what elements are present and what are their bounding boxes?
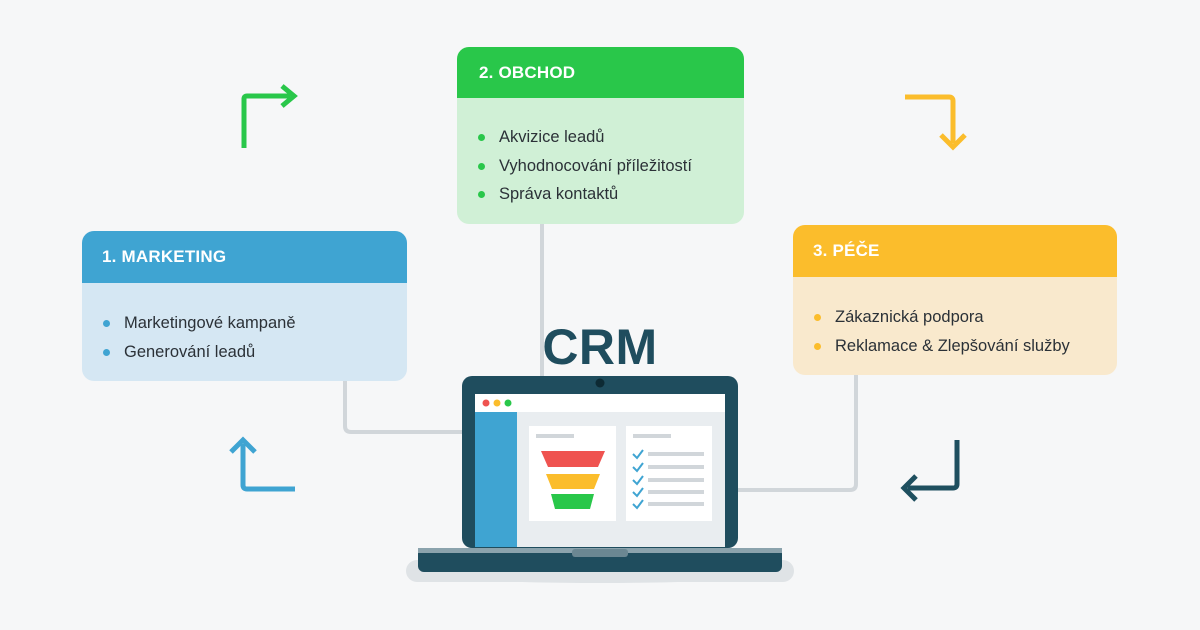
crm-title: CRM [542,319,658,375]
card-pece-header: 3. PÉČE [793,225,1117,277]
arrow-right-down-icon [905,94,967,151]
arrow-up-left-icon [229,436,295,492]
laptop-icon [406,376,794,583]
connector-marketing [343,381,462,434]
card-obchod: 2. OBCHOD Akvizice leadů Vyhodnocování p… [457,47,744,224]
card-obchod-header: 2. OBCHOD [457,47,744,98]
list-item: Zákaznická podpora [813,303,1097,332]
card-obchod-body: Akvizice leadů Vyhodnocování příležitost… [457,98,744,209]
card-marketing-title: 1. MARKETING [102,247,227,266]
card-obchod-title: 2. OBCHOD [479,62,576,82]
list-item-label: Generování leadů [124,342,256,361]
connector-pece [738,375,858,492]
bullet-dot [478,162,485,170]
arrow-down-left-icon [900,440,960,502]
card-pece-list: Zákaznická podpora Reklamace & Zlepšován… [813,303,1097,360]
card-pece-title: 3. PÉČE [813,241,880,260]
card-marketing-header: 1. MARKETING [82,231,407,283]
list-item: Marketingové kampaně [102,309,387,338]
list-item-label: Vyhodnocování příležitostí [499,156,692,175]
list-item-label: Akvizice leadů [499,128,605,146]
list-item-label: Marketingové kampaně [124,314,296,332]
card-obchod-list: Akvizice leadů Vyhodnocování příležitost… [477,123,724,209]
arrow-up-right-icon [241,84,298,148]
list-item: Správa kontaktů [477,180,724,209]
card-marketing: 1. MARKETING Marketingové kampaně Genero… [82,231,407,381]
list-item-label: Reklamace & Zlepšování služby [835,336,1070,355]
bullet-dot [814,342,821,350]
bullet-dot [103,320,110,327]
list-item-label: Zákaznická podpora [835,308,984,326]
bullet-dot [478,134,485,141]
card-pece: 3. PÉČE Zákaznická podpora Reklamace & Z… [793,225,1117,375]
card-pece-body: Zákaznická podpora Reklamace & Zlepšován… [793,277,1117,360]
list-item-label: Správa kontaktů [499,185,619,203]
funnel-icon [529,426,616,521]
bullet-dot [478,191,485,198]
list-item: Akvizice leadů [477,123,724,152]
list-item: Reklamace & Zlepšování služby [813,332,1097,361]
list-item: Vyhodnocování příležitostí [477,152,724,181]
card-marketing-list: Marketingové kampaně Generování leadů [102,309,387,366]
card-marketing-body: Marketingové kampaně Generování leadů [82,283,407,366]
bullet-dot [814,314,821,321]
checklist-icon [626,426,712,521]
bullet-dot [103,348,110,356]
list-item: Generování leadů [102,338,387,367]
